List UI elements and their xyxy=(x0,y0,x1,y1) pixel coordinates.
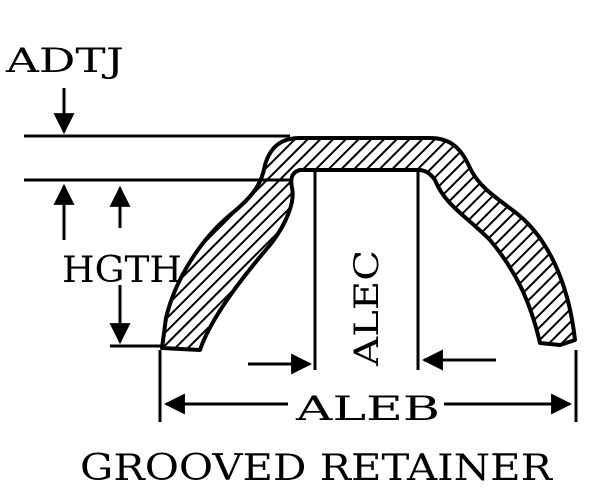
alec-label: ALEC xyxy=(347,250,387,367)
diagram-caption: GROOVED RETAINER xyxy=(80,448,553,489)
aleb-label: ALEB xyxy=(295,389,440,429)
hgth-label: HGTH xyxy=(62,250,182,291)
retainer-cross-section xyxy=(160,136,577,352)
adtj-label: ADTJ xyxy=(5,41,124,81)
